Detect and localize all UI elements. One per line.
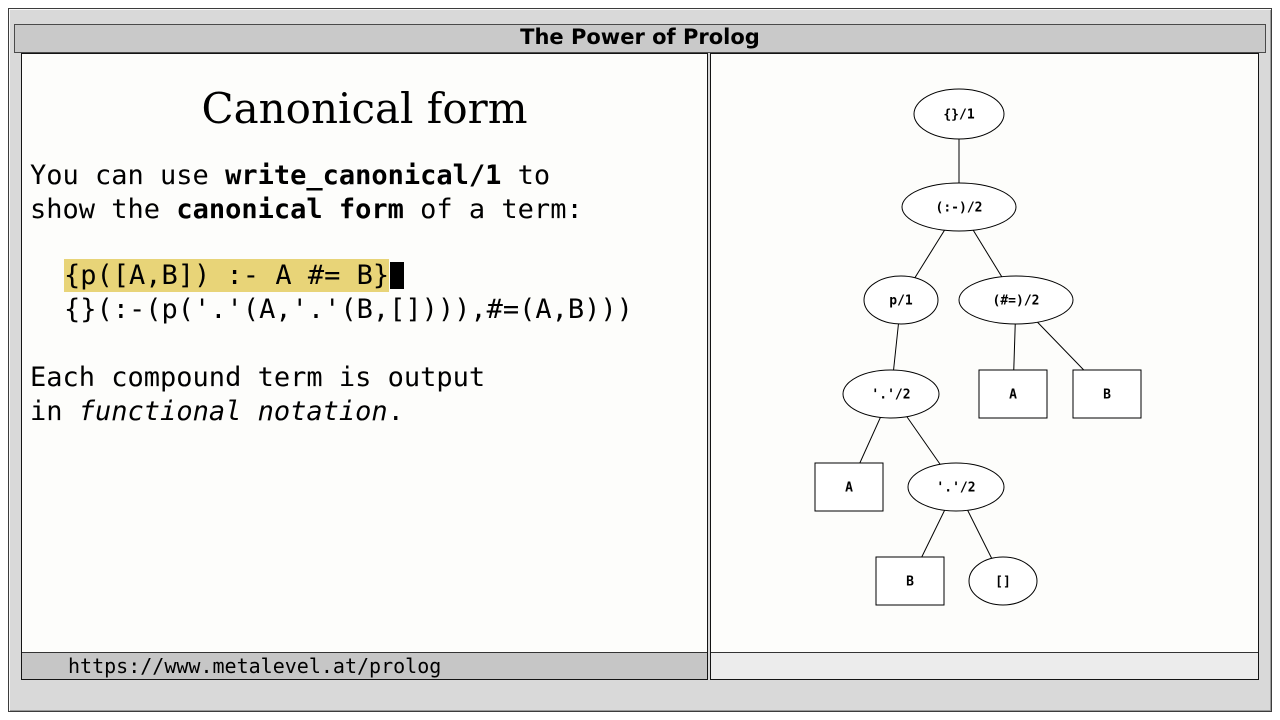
tree-node-cons2-label: '.'/2 xyxy=(936,481,975,496)
tree-node-p-label: p/1 xyxy=(889,294,913,309)
tree-node-var-a-left-label: A xyxy=(845,481,853,496)
intro-paragraph: You can use write_canonical/1 to show th… xyxy=(30,159,707,227)
intro-text-2: to show the xyxy=(30,160,551,225)
tree-node-p xyxy=(863,275,939,325)
slide-heading: Canonical form xyxy=(201,84,528,133)
status-bar: https://www.metalevel.at/prolog xyxy=(22,652,707,679)
tree-node-root-label: {}/1 xyxy=(943,108,974,123)
tree-node-neck xyxy=(901,182,1017,232)
tree-node-cons1-label: '.'/2 xyxy=(871,388,910,403)
intro-text-3: of a term: xyxy=(403,194,583,225)
tree-node-hasheq xyxy=(958,275,1074,325)
tree-node-cons2 xyxy=(907,462,1005,512)
term-tree-svg: {}/1 (:-)/2 p/1 (#=)/2 '.'/2 A B A '.'/2 xyxy=(814,88,1142,606)
tree-node-var-a-right-label: A xyxy=(1009,388,1017,403)
tree-node-root xyxy=(913,88,1005,140)
tree-node-var-b-right-label: B xyxy=(1103,388,1111,403)
slide-content: Canonical form You can use write_canonic… xyxy=(22,54,707,652)
prolog-presentation-window: The Power of Prolog Canonical form You c… xyxy=(8,8,1272,712)
outro-paragraph: Each compound term is output in function… xyxy=(30,361,707,429)
query-line: {p([A,B]) :- A #= B} xyxy=(64,259,707,293)
tree-node-cons1 xyxy=(842,369,940,419)
tree-node-nil-label: [] xyxy=(995,575,1011,590)
text-cursor xyxy=(390,262,405,289)
intro-bold-canonical-form: canonical form xyxy=(176,194,404,225)
status-url: https://www.metalevel.at/prolog xyxy=(68,654,442,678)
tree-node-var-b-right xyxy=(1072,369,1142,419)
query-highlighted-text: {p([A,B]) :- A #= B} xyxy=(64,259,390,292)
tree-diagram: {}/1 (:-)/2 p/1 (#=)/2 '.'/2 A B A '.'/2 xyxy=(711,54,1258,652)
tree-node-var-a-left xyxy=(814,462,884,512)
window-title: The Power of Prolog xyxy=(520,25,760,49)
intro-text-1: You can use xyxy=(30,160,226,191)
tree-node-hasheq-label: (#=)/2 xyxy=(993,294,1040,309)
tree-node-var-b-bottom xyxy=(875,556,945,606)
tree-node-var-b-bottom-label: B xyxy=(906,575,914,590)
outro-italic-functional-notation: functional notation xyxy=(78,396,388,427)
tree-node-neck-label: (:-)/2 xyxy=(936,201,983,216)
window-titlebar[interactable]: The Power of Prolog xyxy=(14,24,1266,53)
intro-bold-write-canonical: write_canonical/1 xyxy=(225,160,502,191)
outro-text-2: . xyxy=(387,396,404,427)
tree-node-nil xyxy=(968,556,1038,606)
slide-pane: Canonical form You can use write_canonic… xyxy=(21,53,708,680)
outro-text-1: Each compound term is output in xyxy=(30,362,486,427)
code-block: {p([A,B]) :- A #= B} {}(:-(p('.'(A,'.'(B… xyxy=(64,259,707,327)
tree-node-var-a-right xyxy=(978,369,1048,419)
status-bar-empty xyxy=(711,652,1258,679)
result-line: {}(:-(p('.'(A,'.'(B,[]))),#=(A,B))) xyxy=(64,294,633,325)
tree-pane: {}/1 (:-)/2 p/1 (#=)/2 '.'/2 A B A '.'/2 xyxy=(710,53,1259,680)
